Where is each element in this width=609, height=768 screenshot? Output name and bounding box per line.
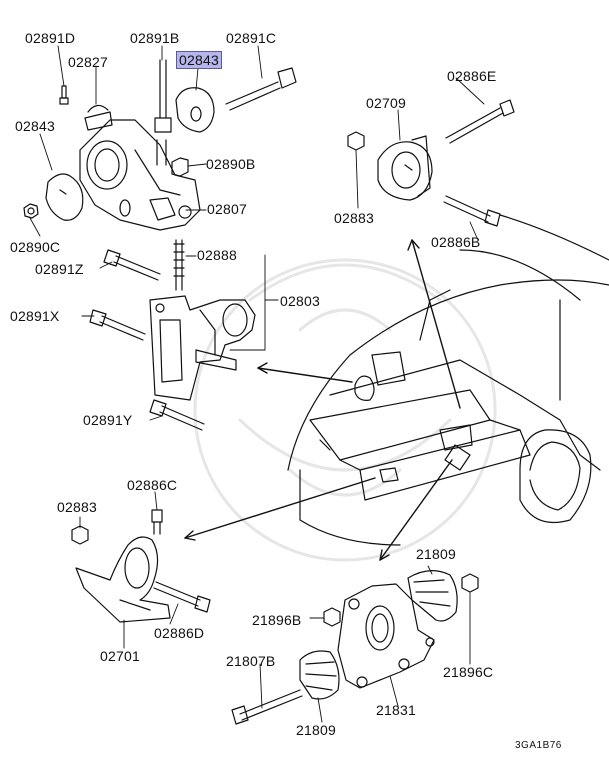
bracket-21809-bot: [299, 650, 340, 700]
stud-02888: [173, 239, 185, 291]
bolt-02886B: [443, 195, 501, 227]
label-02891Y: 02891Y: [83, 412, 133, 428]
bolt-02886D: [153, 581, 211, 613]
label-02891C: 02891C: [226, 30, 277, 46]
label-21809-top: 21809: [416, 546, 456, 562]
label-02886B: 02886B: [431, 234, 481, 250]
label-02701: 02701: [100, 648, 140, 664]
bolt-02891B: [154, 59, 172, 166]
bolt-02886C: [151, 509, 163, 535]
label-02807: 02807: [207, 201, 247, 217]
label-21896B: 21896B: [252, 612, 302, 628]
mount-02709: [377, 135, 433, 201]
label-02803: 02803: [280, 293, 320, 309]
bolt-02891Z: [103, 249, 161, 281]
label-02843: 02843: [15, 118, 55, 134]
mount-02807: [79, 104, 201, 231]
label-02843-highlighted[interactable]: 02843: [176, 51, 222, 69]
label-02827: 02827: [68, 54, 108, 70]
bracket-02803: [149, 295, 256, 401]
washer-02843-left: [45, 173, 84, 221]
mount-21831: [337, 583, 435, 689]
label-02888: 02888: [197, 247, 237, 263]
label-02886C: 02886C: [127, 477, 178, 493]
bolt-02891C: [225, 67, 297, 111]
nut-21896B: [323, 607, 341, 627]
figure-code: 3GA1B76: [515, 740, 562, 751]
label-02883-bottom: 02883: [57, 499, 97, 515]
label-02891B: 02891B: [130, 30, 180, 46]
leader-lines: [29, 45, 485, 723]
nut-21896C: [461, 573, 479, 593]
washer-02843-top: [175, 87, 215, 133]
nut-02883-bot: [71, 525, 89, 545]
label-21809-bottom: 21809: [296, 722, 336, 738]
label-02890B: 02890B: [206, 156, 256, 172]
bolt-21807B: [231, 689, 303, 725]
label-21807B: 21807B: [226, 653, 276, 669]
bolt-02886E: [445, 99, 515, 144]
bolt-02891X: [89, 309, 146, 341]
label-02886D: 02886D: [154, 625, 205, 641]
label-02890C: 02890C: [10, 239, 61, 255]
label-21831: 21831: [376, 702, 416, 718]
label-02891Z: 02891Z: [35, 261, 84, 277]
engine-bay-outline: [287, 214, 609, 546]
nut-02890B: [171, 157, 189, 177]
label-02709: 02709: [366, 95, 406, 111]
nut-02890C: [23, 203, 39, 219]
label-02883-top: 02883: [334, 210, 374, 226]
nut-02883-top: [347, 131, 365, 151]
watermark: [193, 258, 497, 562]
label-21896C: 21896C: [443, 664, 494, 680]
label-02891X: 02891X: [10, 308, 60, 324]
label-02886E: 02886E: [447, 68, 497, 84]
callout-arrows: [184, 239, 461, 561]
label-02891D: 02891D: [25, 30, 76, 46]
mount-02701: [75, 536, 171, 623]
bolt-02891D: [59, 85, 69, 105]
bracket-21809-top: [407, 570, 458, 622]
